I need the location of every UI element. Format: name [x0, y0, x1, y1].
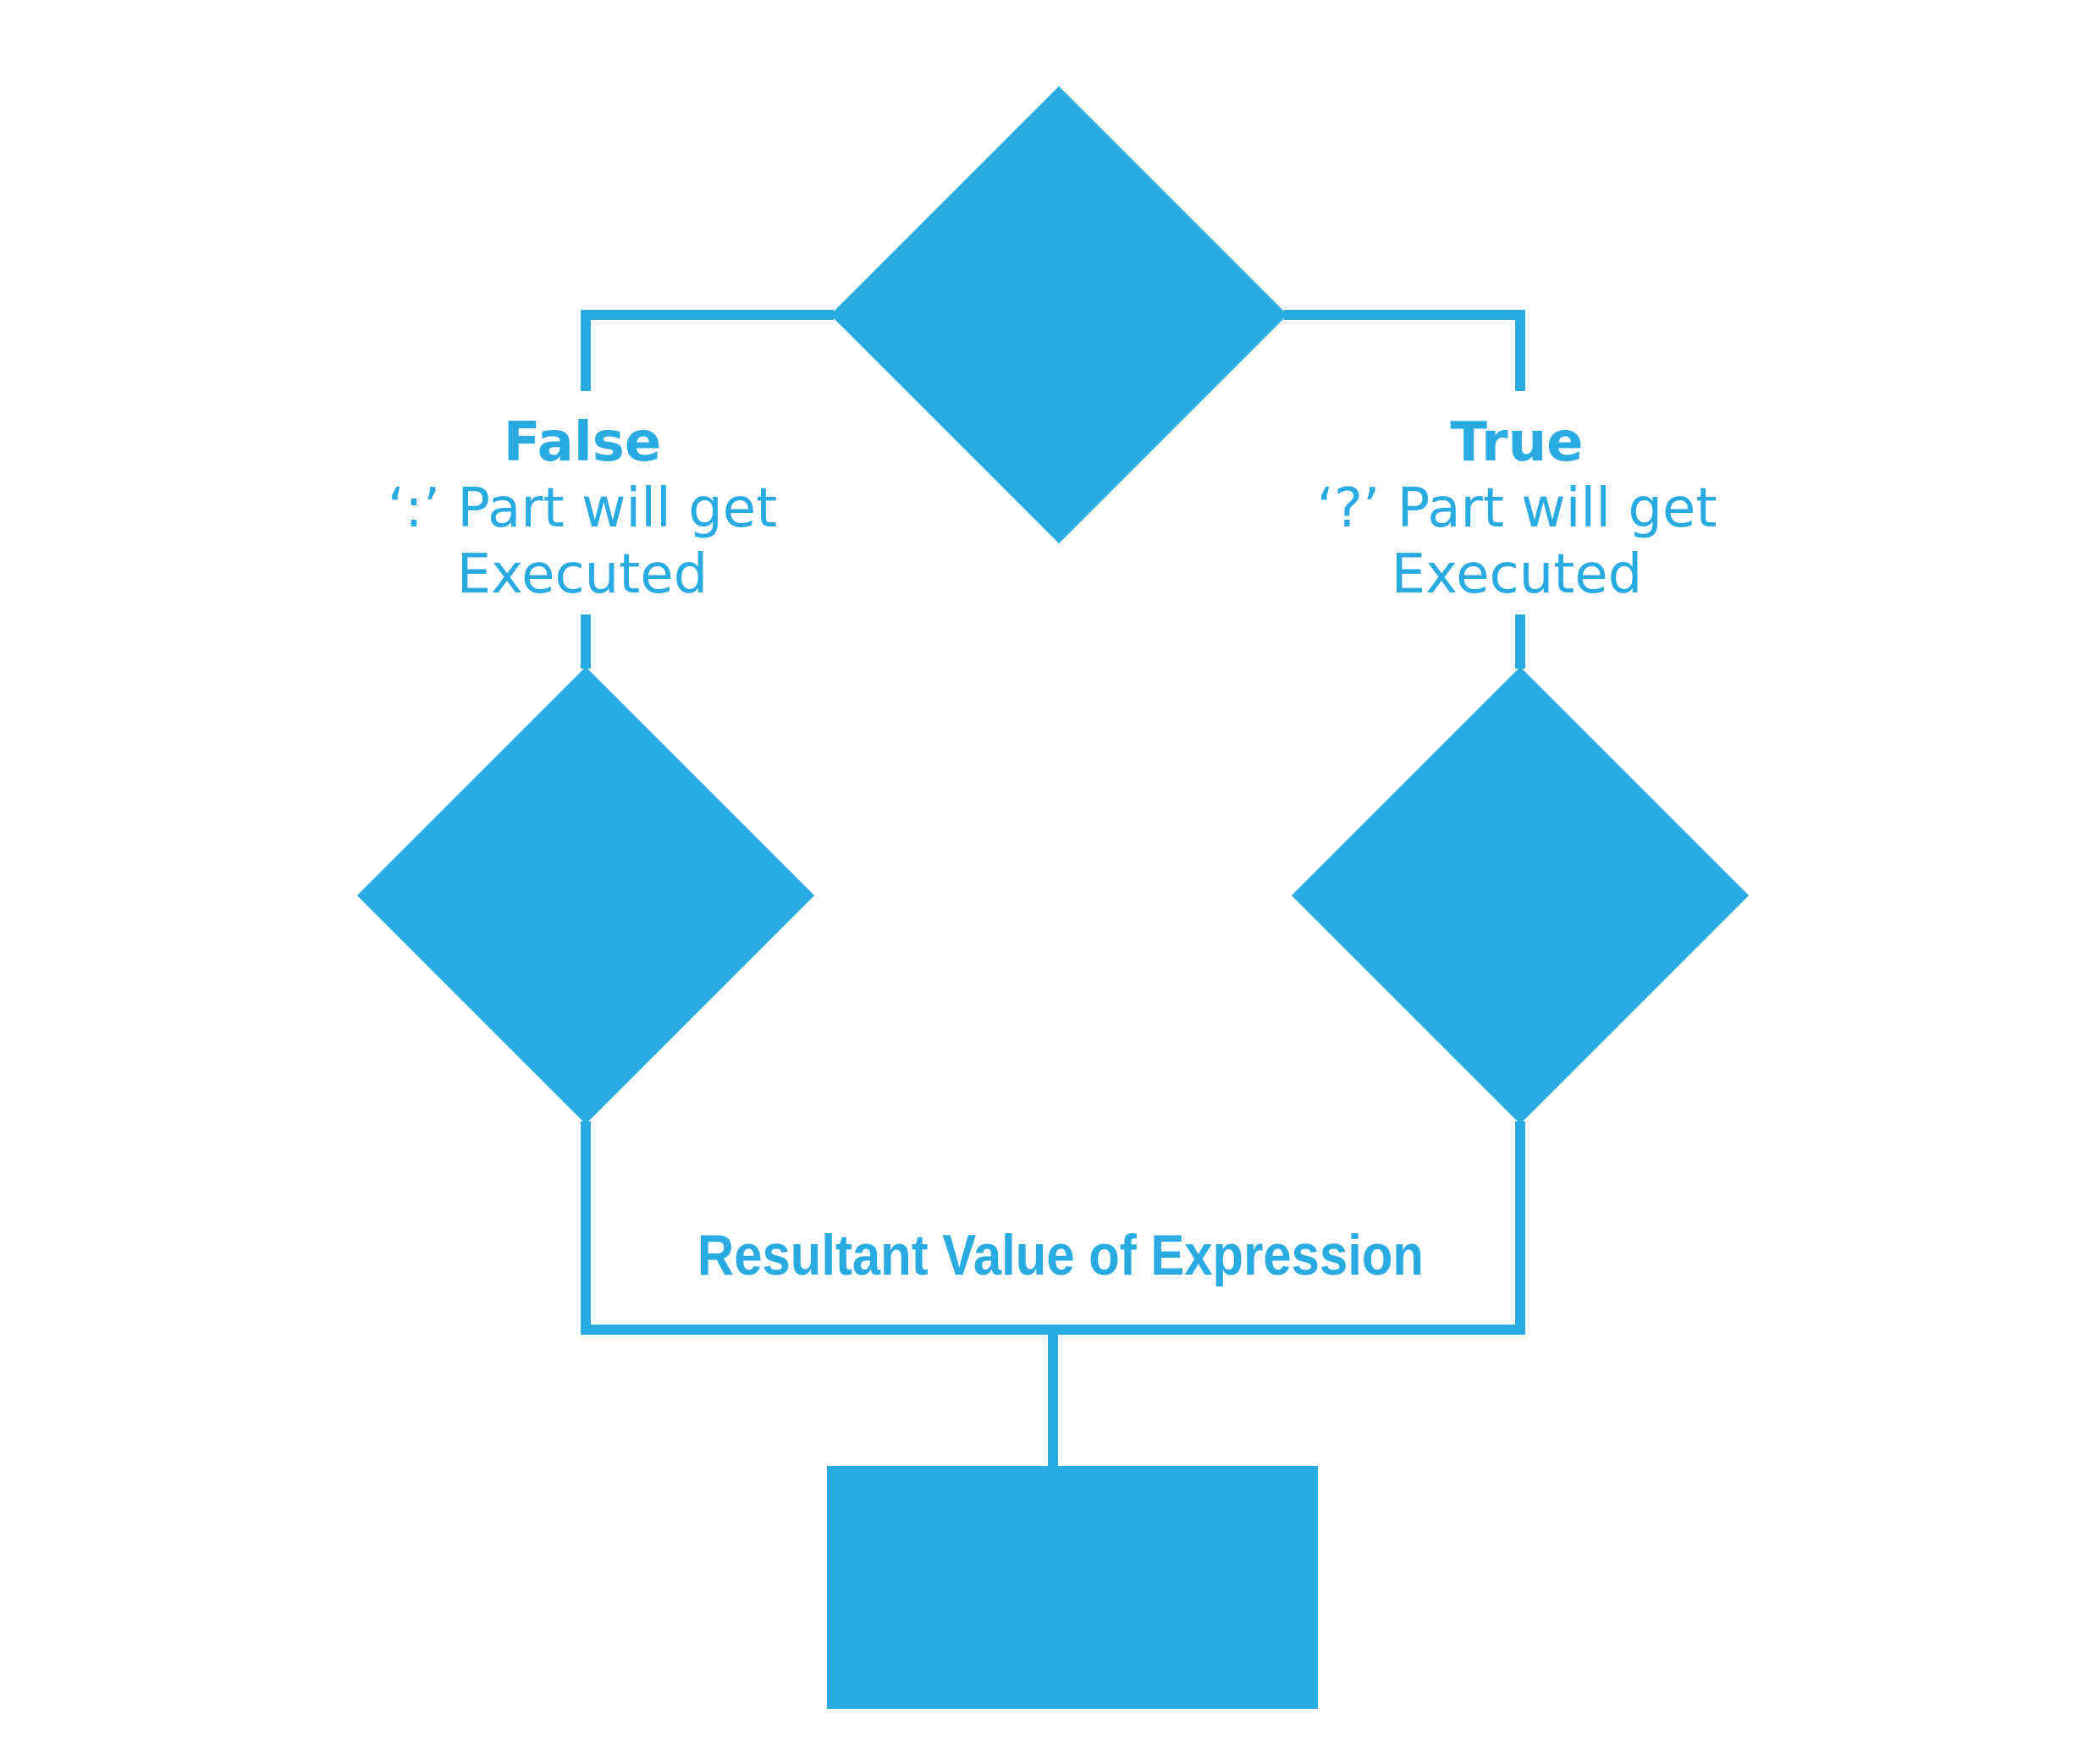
connector-top-left-horizontal — [581, 310, 834, 320]
false-branch-title: False — [503, 411, 662, 474]
true-branch-title: True — [1450, 411, 1584, 474]
false-result-diamond — [356, 666, 815, 1125]
result-merge-horizontal — [581, 1325, 1525, 1335]
connector-false-to-result-vertical — [581, 1121, 591, 1335]
connector-true-lower-vertical — [1515, 614, 1525, 669]
connector-top-right-horizontal — [1284, 310, 1525, 320]
false-branch-line2: Executed — [456, 543, 708, 606]
result-label: Resultant Value of Expression — [697, 1223, 1424, 1287]
true-branch-line2: Executed — [1391, 543, 1643, 606]
true-branch-label: True ‘?’ Part will get Executed — [1246, 410, 1788, 608]
connector-false-upper-vertical — [581, 310, 591, 391]
connector-true-upper-vertical — [1515, 310, 1525, 391]
connector-false-lower-vertical — [581, 614, 591, 669]
result-rectangle — [827, 1466, 1318, 1709]
true-branch-line1: ‘?’ Part will get — [1316, 477, 1717, 540]
condition-diamond — [830, 85, 1288, 544]
connector-true-to-result-vertical — [1515, 1121, 1525, 1335]
connector-result-vertical — [1048, 1335, 1058, 1466]
false-branch-line1: ‘:’ Part will get — [387, 477, 778, 540]
false-branch-label: False ‘:’ Part will get Executed — [311, 410, 853, 608]
true-result-diamond — [1291, 666, 1750, 1125]
